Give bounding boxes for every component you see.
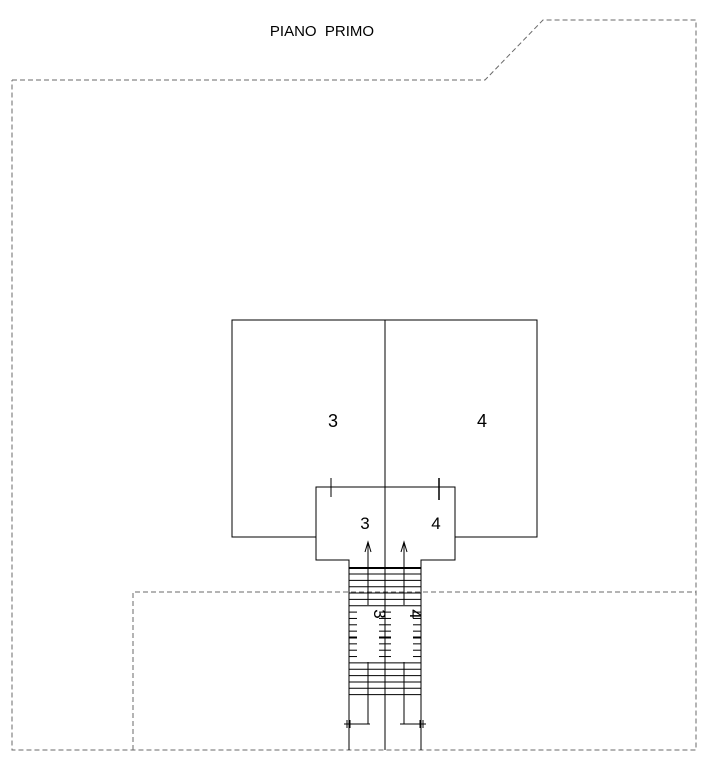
break-mark-right [400,720,426,728]
unit-4-label: 4 [477,411,487,431]
stair-arrow-4 [400,540,408,724]
lot-boundary [11,19,697,751]
break-mark-left [344,720,370,728]
stair-4-label: 4 [406,609,425,618]
landing-3-label: 3 [360,514,369,533]
plan-title: PIANO PRIMO [270,23,374,40]
stair-3-label: 3 [370,609,389,618]
landing-4-label: 4 [431,514,440,533]
stair-arrow-3 [364,540,372,724]
unit-3-label: 3 [328,411,338,431]
stair-treads [349,573,421,696]
ground-floor-outline [132,591,696,750]
